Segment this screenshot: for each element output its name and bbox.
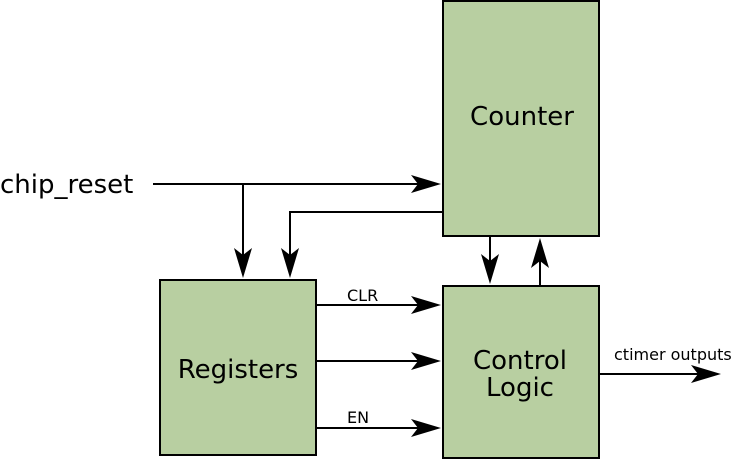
- counter-label: Counter: [470, 102, 574, 132]
- registers-block: [159, 279, 317, 456]
- ctimer-outputs-label: ctimer outputs: [614, 345, 732, 364]
- control-to-counter-arrow: [531, 238, 549, 268]
- counter-to-registers-wire: [289, 211, 443, 260]
- chip-reset-to-counter-arrow: [411, 175, 441, 193]
- en-label: EN: [347, 408, 369, 427]
- control-logic-block: [442, 285, 600, 459]
- control-label-line2: Logic: [486, 373, 554, 403]
- chip-reset-to-registers-arrow: [234, 248, 252, 278]
- ctimer-outputs-arrow: [691, 365, 721, 383]
- control-label-line1: Control: [473, 346, 567, 376]
- counter-to-control-arrow: [481, 254, 499, 284]
- chip-reset-label: chip_reset: [0, 170, 133, 200]
- registers-label: Registers: [178, 355, 299, 385]
- counter-block: [442, 0, 600, 237]
- clr-arrow: [411, 296, 441, 314]
- en-arrow: [411, 419, 441, 437]
- registers-to-control-arrow: [411, 352, 441, 370]
- counter-to-registers-arrow: [281, 248, 299, 278]
- clr-label: CLR: [347, 286, 378, 305]
